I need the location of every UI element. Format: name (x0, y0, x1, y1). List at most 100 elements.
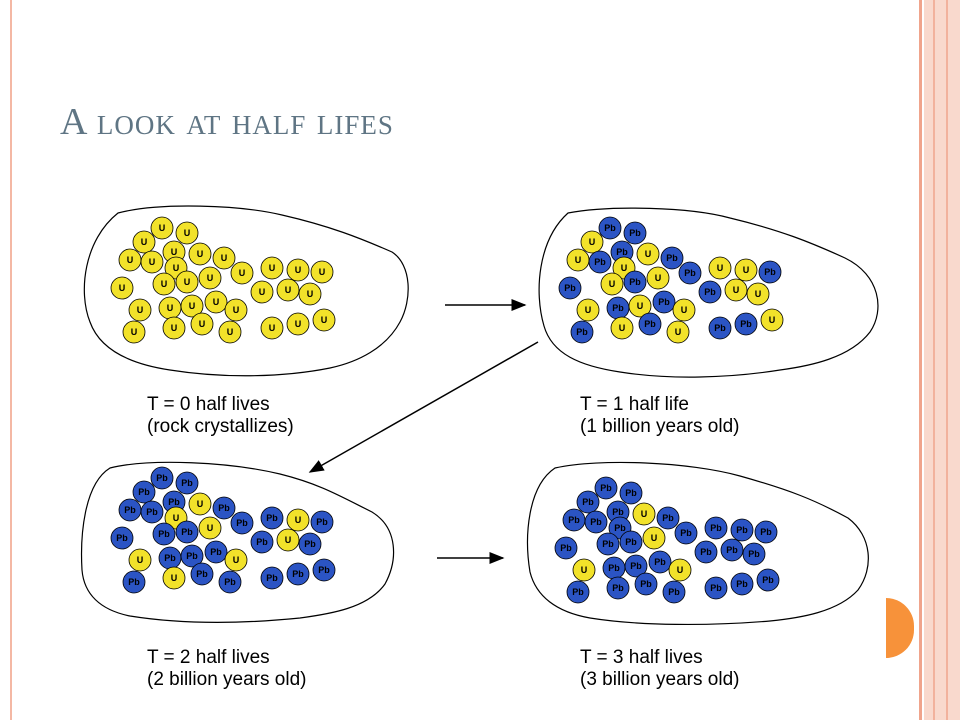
uranium-atom-label: U (581, 565, 588, 575)
lead-atom-label: Pb (292, 569, 304, 579)
uranium-atom-label: U (637, 301, 644, 311)
uranium-atom: U (122, 320, 146, 344)
uranium-atom: U (118, 248, 142, 272)
lead-atom: Pb (742, 542, 766, 566)
lead-atom-label: Pb (156, 473, 168, 483)
uranium-atom: U (162, 566, 186, 590)
uranium-atom-label: U (641, 509, 648, 519)
caption-t0-line2: (rock crystallizes) (147, 416, 294, 437)
slide-border-left (10, 0, 12, 720)
lead-atom: Pb (562, 508, 586, 532)
uranium-atom: U (132, 230, 156, 254)
lead-atom: Pb (312, 558, 336, 582)
uranium-atom-label: U (589, 237, 596, 247)
lead-atom: Pb (698, 280, 722, 304)
lead-atom: Pb (175, 471, 199, 495)
uranium-atom: U (188, 492, 212, 516)
lead-atom: Pb (570, 320, 594, 344)
lead-atom: Pb (656, 506, 680, 530)
lead-atom-label: Pb (748, 549, 760, 559)
uranium-atom-label: U (171, 573, 178, 583)
uranium-atom-label: U (319, 267, 326, 277)
uranium-atom: U (128, 548, 152, 572)
lead-atom-label: Pb (210, 547, 222, 557)
lead-atom-label: Pb (304, 539, 316, 549)
caption-t2-line1: T = 2 half lives (147, 647, 270, 668)
lead-atom-label: Pb (138, 487, 150, 497)
uranium-atom-label: U (307, 289, 314, 299)
lead-atom-label: Pb (181, 527, 193, 537)
lead-atom-label: Pb (564, 283, 576, 293)
uranium-atom: U (175, 270, 199, 294)
uranium-atom-label: U (269, 323, 276, 333)
lead-atom: Pb (606, 296, 630, 320)
lead-atom-label: Pb (582, 497, 594, 507)
uranium-atom: U (276, 528, 300, 552)
uranium-atom-label: U (213, 297, 220, 307)
lead-atom: Pb (152, 522, 176, 546)
lead-atom: Pb (175, 520, 199, 544)
lead-atom: Pb (674, 521, 698, 545)
lead-atom-label: Pb (630, 561, 642, 571)
lead-atom: Pb (660, 246, 684, 270)
uranium-atom: U (610, 316, 634, 340)
lead-atom: Pb (190, 562, 214, 586)
uranium-atom: U (760, 308, 784, 332)
uranium-atom: U (224, 298, 248, 322)
lead-atom: Pb (730, 518, 754, 542)
uranium-atom-label: U (233, 555, 240, 565)
lead-atom: Pb (638, 312, 662, 336)
lead-atom-label: Pb (740, 319, 752, 329)
lead-atom: Pb (132, 480, 156, 504)
lead-atom-label: Pb (128, 577, 140, 587)
lead-atom-label: Pb (704, 287, 716, 297)
lead-atom-label: Pb (602, 539, 614, 549)
lead-atom-label: Pb (568, 515, 580, 525)
uranium-atom: U (204, 290, 228, 314)
uranium-atom-label: U (119, 283, 126, 293)
uranium-atom-label: U (167, 303, 174, 313)
uranium-atom: U (188, 242, 212, 266)
uranium-atom: U (580, 230, 604, 254)
lead-atom: Pb (588, 250, 612, 274)
uranium-atom-label: U (575, 255, 582, 265)
lead-atom: Pb (623, 270, 647, 294)
uranium-atom-label: U (207, 523, 214, 533)
uranium-atom: U (190, 312, 214, 336)
lead-atom-label: Pb (625, 488, 637, 498)
uranium-atom-label: U (285, 535, 292, 545)
uranium-atom: U (576, 298, 600, 322)
lead-atom-label: Pb (124, 505, 136, 515)
lead-atom-label: Pb (625, 537, 637, 547)
lead-atom: Pb (734, 312, 758, 336)
uranium-atom-label: U (173, 513, 180, 523)
uranium-atom: U (212, 246, 236, 270)
lead-atom-label: Pb (760, 527, 772, 537)
uranium-atom: U (150, 216, 174, 240)
lead-atom-label: Pb (560, 543, 572, 553)
lead-atom: Pb (606, 576, 630, 600)
uranium-atom-label: U (321, 315, 328, 325)
lead-atom-label: Pb (644, 319, 656, 329)
lead-atom-label: Pb (662, 513, 674, 523)
lead-atom-label: Pb (146, 507, 158, 517)
uranium-atom: U (180, 294, 204, 318)
uranium-atom-label: U (171, 323, 178, 333)
lead-atom: Pb (624, 554, 648, 578)
uranium-atom: U (312, 308, 336, 332)
uranium-atom-label: U (184, 277, 191, 287)
uranium-atom-label: U (149, 257, 156, 267)
lead-atom-label: Pb (181, 478, 193, 488)
lead-atom-label: Pb (168, 497, 180, 507)
uranium-atom: U (162, 316, 186, 340)
lead-atom-label: Pb (736, 579, 748, 589)
lead-atom-label: Pb (640, 579, 652, 589)
lead-atom-label: Pb (576, 327, 588, 337)
uranium-atom: U (636, 242, 660, 266)
lead-atom-label: Pb (680, 528, 692, 538)
